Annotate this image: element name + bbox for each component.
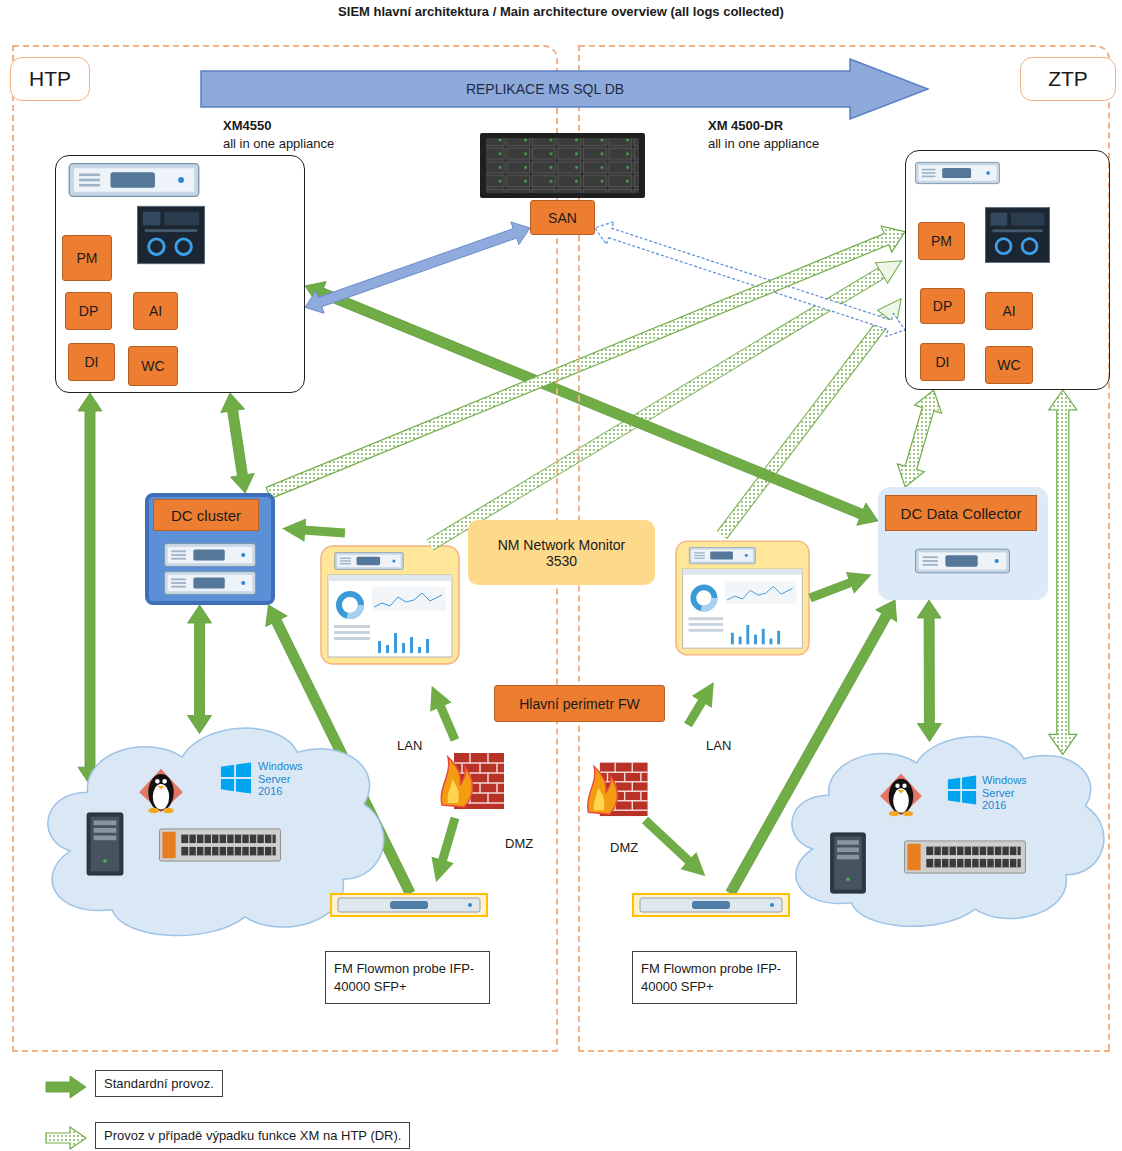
server-appliance [69, 162, 1049, 594]
legend-sample [44, 1075, 88, 1099]
node-label: Hlavní perimetr FW [519, 696, 640, 712]
legend-arrow [46, 1127, 86, 1149]
connector-arrow [221, 393, 255, 493]
connector-arrow [897, 390, 941, 487]
node-label: REPLIKACE MS SQL DB [466, 81, 624, 97]
connector-arrow [595, 222, 905, 337]
module-box: WC [985, 346, 1033, 384]
connector-arrow [188, 605, 212, 734]
monitor-label: NM Network Monitor 3530 [468, 520, 655, 585]
connector-arrow [78, 393, 102, 785]
legend-text: Standardní provoz. [95, 1070, 223, 1097]
node-label: DP [933, 298, 952, 314]
port-label: DMZ [610, 840, 638, 855]
server-cloud: Windows Server 2016 [780, 720, 1105, 935]
node-label: Windows Server 2016 [258, 760, 310, 798]
collector-cluster: DC cluster [145, 493, 275, 605]
connector-arrow [305, 282, 878, 526]
module-box: DP [65, 292, 112, 330]
node-label: DI [936, 354, 950, 370]
connector-arrow [266, 226, 905, 498]
node-label: SAN [548, 210, 577, 226]
node-label: FM Flowmon probe IFP-40000 SFP+ [325, 951, 490, 1004]
module-box: AI [985, 292, 1033, 330]
node-label: DP [79, 303, 98, 319]
node-label: AI [149, 303, 162, 319]
cloud-outline [792, 737, 1104, 927]
node-label: HTP [10, 57, 90, 101]
flowmon-probe-device [331, 894, 789, 916]
legend-arrow [46, 1076, 86, 1098]
port-label: LAN [706, 738, 731, 753]
firewall-label: Hlavní perimetr FW [494, 685, 665, 722]
legend-text: Provoz v případě výpadku funkce XM na HT… [95, 1122, 410, 1149]
dr-flow-arrow [430, 272, 888, 545]
node-label: DI [85, 354, 99, 370]
connector-arrow [1049, 390, 1077, 754]
node-label: AI [1002, 303, 1015, 319]
server-cloud: Windows Server 2016 [35, 710, 385, 945]
firewall-icon [441, 753, 647, 816]
server-icons [87, 762, 1025, 893]
module-box: DI [68, 343, 115, 381]
cloud-outline [48, 728, 384, 935]
module-box: WC [128, 346, 178, 386]
module-box: DI [920, 343, 965, 381]
probe-box: FM Flowmon probe IFP-40000 SFP+ [632, 893, 802, 1015]
legend-sample [44, 1126, 88, 1150]
connector-arrow [917, 600, 941, 742]
probe-box: FM Flowmon probe IFP-40000 SFP+ [325, 893, 495, 1015]
storage-box: SAN [530, 200, 595, 235]
node-label: WC [997, 357, 1020, 373]
connector-arrow [305, 222, 530, 313]
module-box: AI [133, 292, 178, 330]
node-label: XM4550 [223, 118, 271, 134]
storage-array [480, 133, 645, 198]
node-label: ZTP [1020, 57, 1116, 101]
node-label: NM Network Monitor 3530 [487, 537, 637, 569]
cloud-shape [35, 710, 385, 945]
port-label: LAN [397, 738, 422, 753]
module-box: DP [920, 288, 965, 324]
node-label: Windows Server 2016 [982, 774, 1034, 812]
appliance-box: XM4550all in one appliancePMDPAIDIWC [55, 155, 305, 393]
module-box: PM [918, 222, 965, 260]
node-label: PM [77, 250, 98, 266]
appliance-box: XM 4500-DRall in one appliancePMDPAIDIWC [905, 150, 1110, 390]
module-box: PM [62, 235, 112, 281]
node-label: FM Flowmon probe IFP-40000 SFP+ [632, 951, 797, 1004]
replication-arrow: REPLIKACE MS SQL DB [200, 58, 930, 120]
node-label: DC Data Collector [885, 495, 1037, 531]
node-label: XM 4500-DR [708, 118, 783, 134]
node-label: all in one appliance [223, 136, 334, 152]
cloud-shape [780, 720, 1105, 935]
node-label: PM [931, 233, 952, 249]
diagram-title: SIEM hlavní architektura / Main architec… [0, 4, 1122, 19]
node-label: WC [141, 358, 164, 374]
node-label: DC cluster [153, 499, 259, 531]
node-label: all in one appliance [708, 136, 819, 152]
site-region: ZTPXM 4500-DRall in one appliancePMDPAID… [578, 45, 1110, 1052]
arrow-band-shape [201, 59, 928, 119]
port-label: DMZ [505, 836, 533, 851]
data-collector: DC Data Collector [878, 487, 1048, 600]
